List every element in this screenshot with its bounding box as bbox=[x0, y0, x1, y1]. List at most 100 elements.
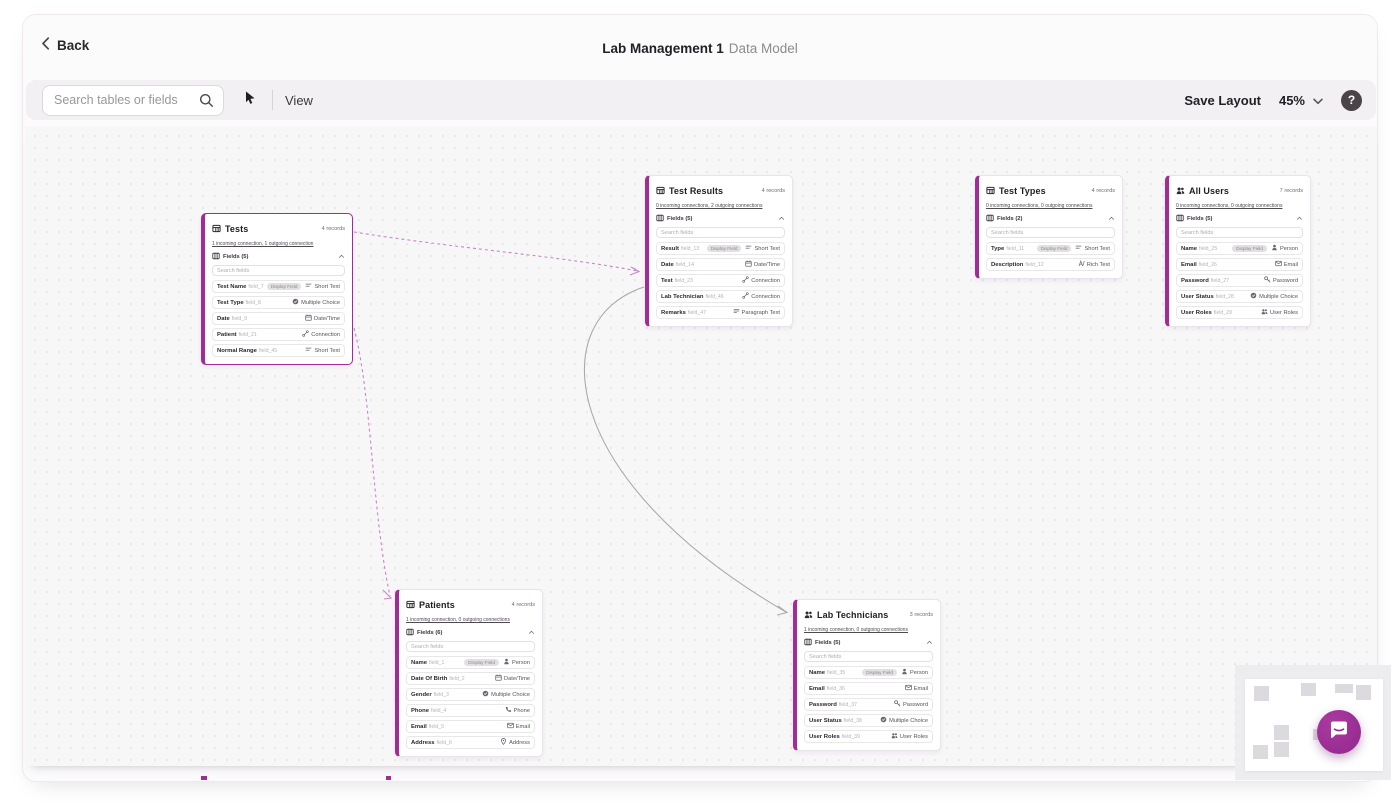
field-type: Multiple Choice bbox=[292, 298, 340, 307]
collapse-chevron-icon[interactable] bbox=[528, 629, 535, 638]
user-roles-icon bbox=[1261, 308, 1268, 317]
fields-section-header: Fields (5) bbox=[212, 252, 345, 262]
field-id: field_6 bbox=[436, 739, 452, 746]
field-id: field_21 bbox=[238, 331, 257, 338]
field-name: Address bbox=[411, 739, 435, 746]
collapse-chevron-icon[interactable] bbox=[1108, 215, 1115, 224]
field-name: Phone bbox=[411, 707, 429, 714]
field-search-input[interactable]: Search fields bbox=[1176, 227, 1303, 238]
back-button[interactable]: Back bbox=[41, 37, 89, 53]
connection-summary-link[interactable]: 0 incoming connections, 0 outgoing conne… bbox=[1176, 203, 1283, 209]
field-id: field_26 bbox=[1198, 261, 1217, 268]
connection-summary-link[interactable]: 0 incoming connections, 2 outgoing conne… bbox=[656, 203, 763, 209]
chat-bubble-button[interactable] bbox=[1317, 710, 1361, 754]
table-icon bbox=[656, 182, 665, 200]
pointer-tool-button[interactable] bbox=[238, 90, 262, 110]
arrowhead-icon bbox=[629, 266, 641, 276]
field-name: Name bbox=[809, 669, 826, 676]
save-layout-button[interactable]: Save Layout bbox=[1184, 92, 1261, 108]
zoom-level-dropdown[interactable]: 45% bbox=[1279, 93, 1323, 108]
field-id: field_47 bbox=[687, 309, 707, 316]
connection-summary-link[interactable]: 1 incoming connection, 0 outgoing connec… bbox=[804, 627, 908, 633]
connection-summary-link[interactable]: 1 incoming connection, 0 outgoing connec… bbox=[406, 617, 510, 623]
search-input[interactable] bbox=[43, 85, 193, 115]
field-type: Connection bbox=[302, 330, 340, 339]
collapse-chevron-icon[interactable] bbox=[778, 215, 785, 224]
users-icon bbox=[1176, 182, 1185, 200]
field-type: Short Text bbox=[1075, 244, 1110, 253]
field-search-input[interactable]: Search fields bbox=[986, 227, 1115, 238]
title-main: Lab Management 1 bbox=[602, 41, 724, 56]
field-search-input[interactable]: Search fields bbox=[406, 641, 535, 652]
connection-summary-link[interactable]: 1 incoming connection, 1 outgoing connec… bbox=[212, 241, 314, 247]
field-id: field_23 bbox=[674, 277, 693, 284]
collapse-chevron-icon[interactable] bbox=[338, 253, 345, 262]
card-title: Tests bbox=[225, 224, 249, 234]
field-type: Phone bbox=[505, 706, 530, 715]
fields-grid-icon bbox=[656, 214, 664, 224]
short-text-icon bbox=[745, 244, 752, 253]
display-field-badge: Display Field bbox=[266, 283, 302, 290]
toolbar-divider bbox=[272, 90, 273, 110]
field-type: Connection bbox=[742, 276, 780, 285]
help-button[interactable]: ? bbox=[1341, 89, 1362, 111]
connection-summary-link[interactable]: 0 incoming connections, 0 outgoing conne… bbox=[986, 203, 1093, 209]
field-search-input[interactable]: Search fields bbox=[656, 227, 785, 238]
field-type: Date/Time bbox=[495, 674, 530, 683]
collapse-chevron-icon[interactable] bbox=[926, 639, 933, 648]
collapse-chevron-icon[interactable] bbox=[1296, 215, 1303, 224]
field-name: User Status bbox=[1181, 293, 1214, 300]
cursor-icon bbox=[243, 90, 257, 110]
field-search-input[interactable]: Search fields bbox=[212, 265, 345, 276]
fields-grid-icon bbox=[212, 252, 220, 262]
view-menu[interactable]: View bbox=[285, 92, 313, 108]
field-id: field_39 bbox=[841, 733, 860, 740]
minimap-table-block bbox=[1274, 725, 1289, 740]
minimap[interactable] bbox=[1235, 665, 1391, 780]
password-icon bbox=[894, 700, 901, 709]
email-icon bbox=[506, 722, 514, 731]
field-type: Short Text bbox=[305, 346, 340, 355]
fields-count-label: Fields (5) bbox=[667, 216, 693, 222]
field-search-input[interactable]: Search fields bbox=[804, 651, 933, 662]
field-id: field_14 bbox=[675, 261, 694, 268]
field-type-label: Person bbox=[511, 659, 530, 666]
